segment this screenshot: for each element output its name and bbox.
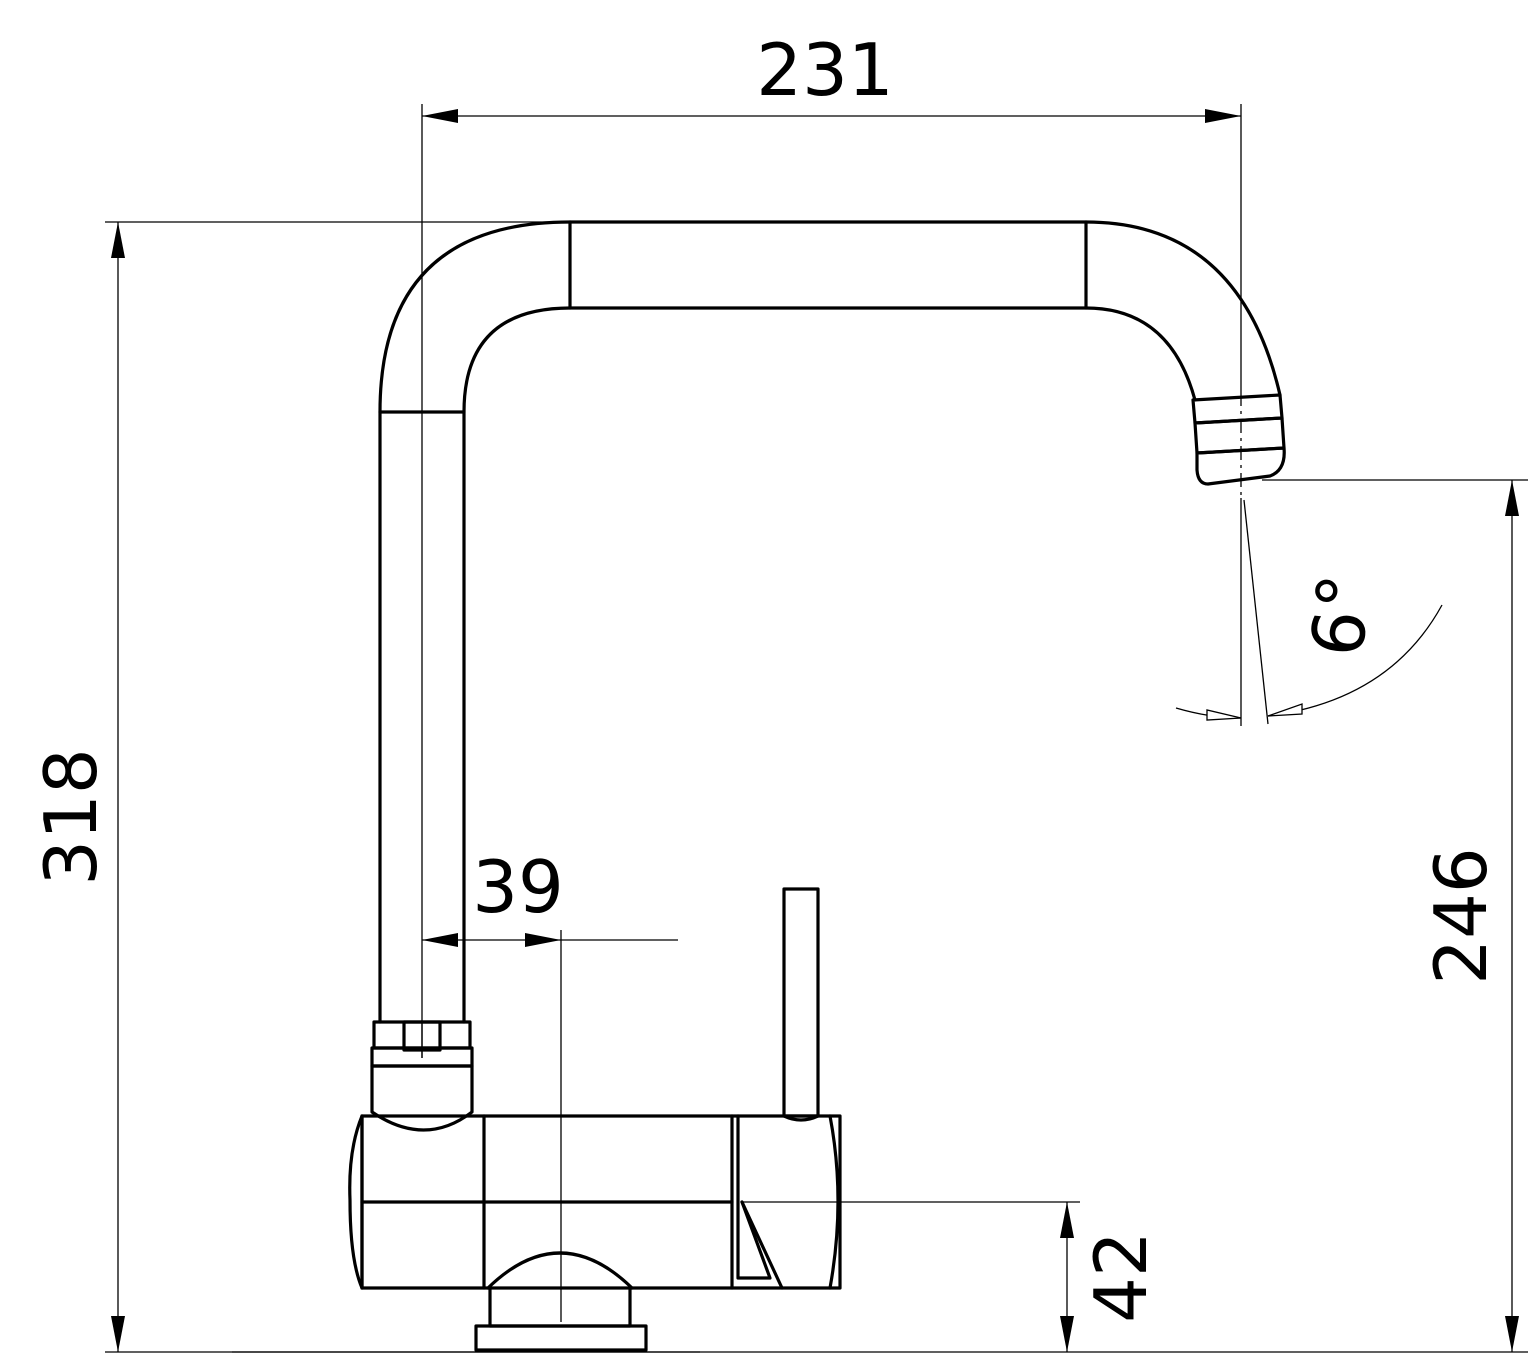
arrow-head [1505,1316,1519,1352]
arrow-head [1505,480,1519,516]
dimension-spout-clearance: 246 [1078,479,1528,1353]
arrow-head [525,933,561,947]
arrow-head [1206,709,1242,721]
arrow-head [1205,109,1241,123]
dimension-total-height: 318 [29,221,1078,1353]
dimension-label-total-height: 318 [29,748,113,885]
dimension-label-body-height: 42 [1079,1231,1163,1323]
angle-line [1243,499,1269,725]
dimension-label-offset: 39 [472,845,564,929]
mounting-base [474,1251,648,1352]
dimension-body-height: 42 [742,1201,1163,1352]
arrow-head [1267,703,1303,717]
arrow-head [1060,1316,1074,1352]
arrow-head [111,1316,125,1352]
dimension-label-spout-clearance: 246 [1419,847,1503,984]
dimension-label-reach: 231 [756,28,893,112]
arrow-head [422,933,458,947]
arrow-head [111,222,125,258]
arrow-head [422,109,458,123]
dimension-label-spout-angle: 6° [1295,570,1387,660]
faucet-outline [348,220,1286,1352]
faucet-body [348,1114,842,1290]
dimension-offset: 39 [422,845,678,947]
spout-inner-contour [462,306,1197,1024]
arrow-head [1060,1202,1074,1238]
mixing-lever [782,887,820,1122]
dimension-spout-angle: 6° [1175,498,1443,726]
aerator [1191,393,1286,486]
dimension-reach: 231 [421,28,1242,1058]
